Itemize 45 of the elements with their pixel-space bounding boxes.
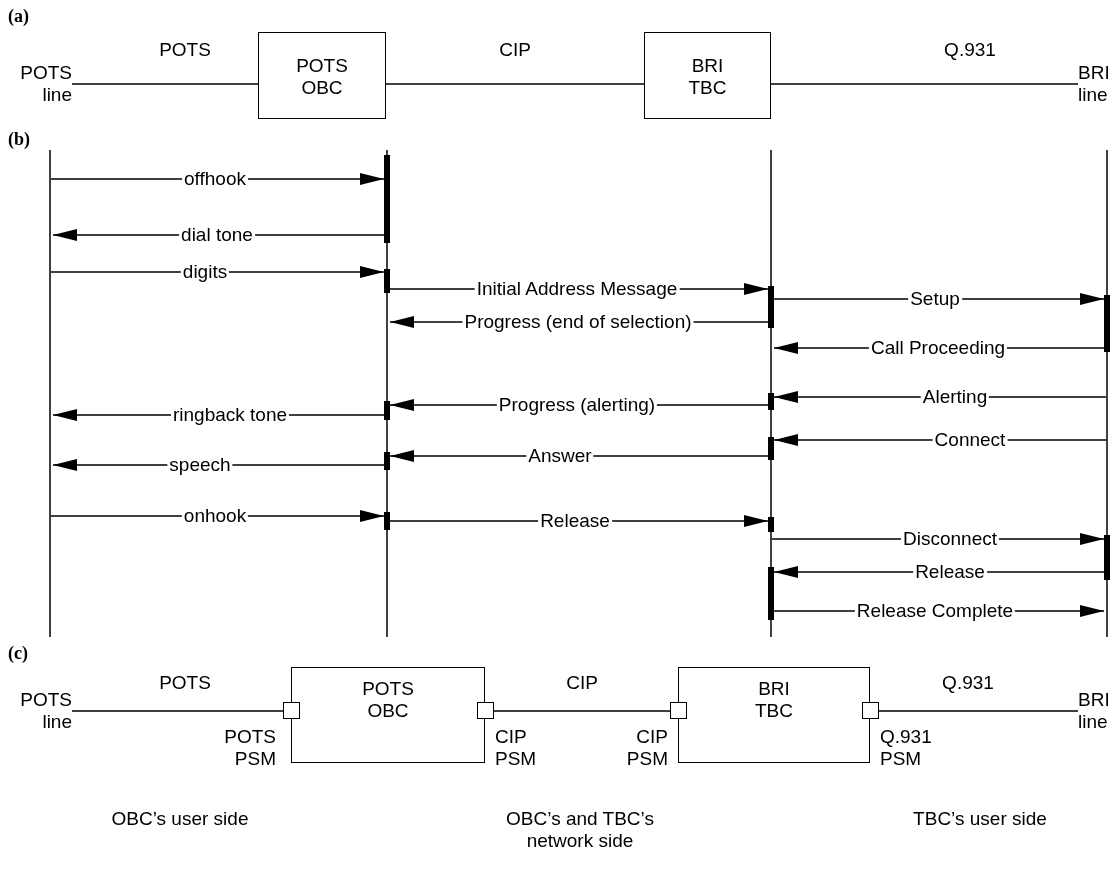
edge-label: ringback tone bbox=[170, 405, 290, 425]
panel-label: (c) bbox=[8, 642, 28, 664]
port-label: CIP PSM bbox=[625, 726, 668, 770]
process-box bbox=[678, 667, 870, 763]
side-label: OBC’s user side bbox=[110, 808, 250, 830]
message-arrow bbox=[389, 450, 771, 462]
lifeline bbox=[49, 149, 51, 638]
box-label: BRI TBC bbox=[687, 54, 728, 99]
edge-label: Alerting bbox=[920, 387, 990, 407]
message-arrow bbox=[771, 293, 1105, 305]
message-arrow bbox=[387, 515, 769, 527]
edge-label: Progress (alerting) bbox=[496, 395, 658, 415]
line-label: POTS line bbox=[14, 689, 72, 733]
box-label: BRI TBC bbox=[754, 678, 794, 722]
edge-label: Q.931 bbox=[940, 673, 996, 693]
process-box bbox=[258, 32, 386, 119]
side-label: OBC’s and TBC’s network side bbox=[505, 808, 655, 852]
line-label: BRI line bbox=[1078, 62, 1118, 106]
connector-line bbox=[385, 83, 645, 85]
box-label: POTS OBC bbox=[295, 54, 349, 99]
connector-line bbox=[71, 710, 284, 712]
edge-label: speech bbox=[167, 455, 233, 475]
edge-label: digits bbox=[180, 262, 230, 282]
edge-label: Progress (end of selection) bbox=[462, 312, 694, 332]
connector-line bbox=[71, 83, 259, 85]
box-label: POTS OBC bbox=[361, 678, 415, 722]
edge-label: Call Proceeding bbox=[868, 338, 1008, 358]
process-box bbox=[291, 667, 485, 763]
edge-label: Release Complete bbox=[854, 601, 1016, 621]
port-label: POTS PSM bbox=[223, 726, 276, 770]
connector-line bbox=[493, 710, 671, 712]
port-label: Q.931 PSM bbox=[880, 726, 933, 770]
process-box bbox=[644, 32, 771, 119]
panel-label: (b) bbox=[8, 128, 30, 150]
connector-line bbox=[770, 83, 1079, 85]
line-label: POTS line bbox=[14, 62, 72, 106]
edge-label: Q.931 bbox=[942, 40, 998, 60]
line-label: BRI line bbox=[1078, 689, 1118, 733]
message-arrow bbox=[50, 266, 385, 278]
panel-label: (a) bbox=[8, 5, 29, 27]
edge-label: Initial Address Message bbox=[474, 279, 680, 299]
connector-line bbox=[878, 710, 1079, 712]
edge-label: Setup bbox=[908, 289, 962, 309]
side-label: TBC’s user side bbox=[912, 808, 1048, 830]
port-label: CIP PSM bbox=[495, 726, 538, 770]
